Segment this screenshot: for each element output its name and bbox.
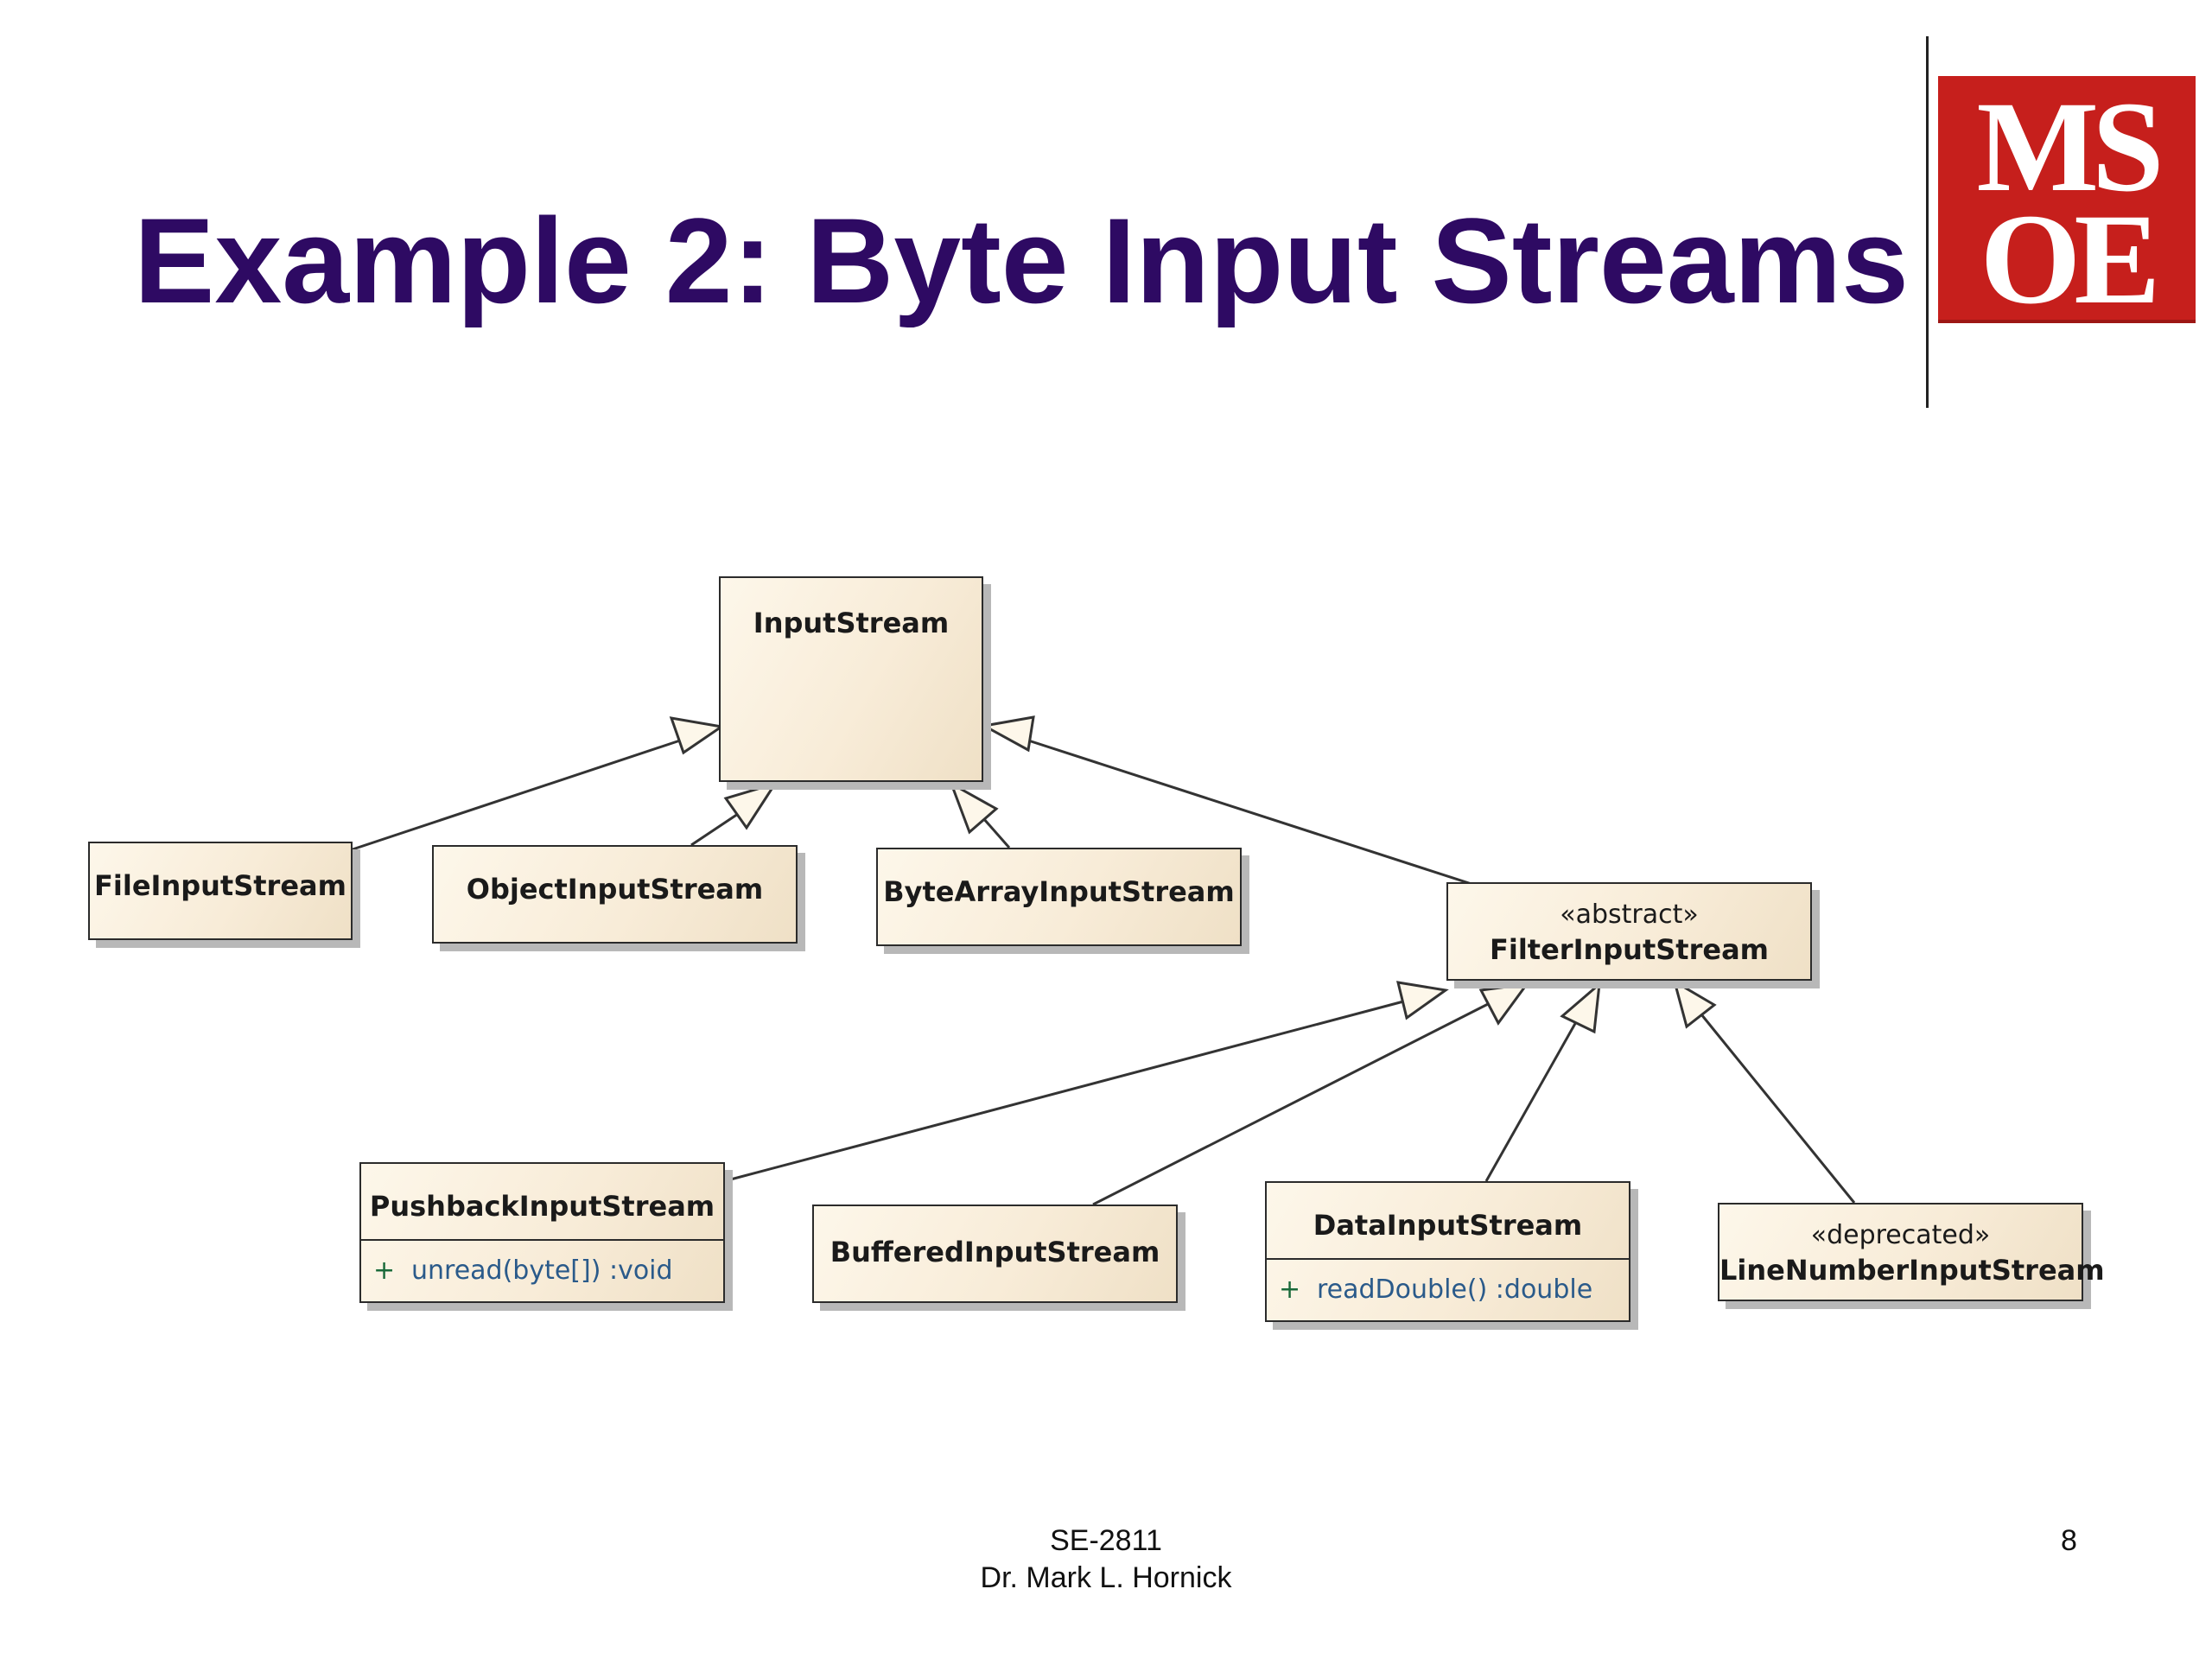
edge-filter-to-inputstream: [1020, 736, 1472, 886]
footer-author: Dr. Mark L. Hornick: [980, 1561, 1232, 1594]
class-input-stream[interactable]: InputStream: [719, 576, 983, 782]
class-object-input-stream[interactable]: ObjectInputStream: [432, 845, 798, 944]
logo-letters-ms: MS: [1977, 76, 2160, 219]
class-name: ObjectInputStream: [466, 873, 764, 906]
class-data-input-stream[interactable]: DataInputStream + readDouble() :double: [1265, 1181, 1630, 1322]
class-stereotype: «abstract»: [1560, 899, 1699, 930]
operation: readDouble() :double: [1317, 1274, 1593, 1305]
class-name: ByteArrayInputStream: [883, 875, 1235, 908]
slide-title: Example 2: Byte Input Streams: [134, 193, 1909, 328]
logo-letters-oe: OE: [1980, 188, 2155, 320]
class-buffered-input-stream[interactable]: BufferedInputStream: [812, 1205, 1178, 1303]
edge-linenumber-to-filter: [1700, 1014, 1856, 1204]
edge-data-to-filter: [1484, 1020, 1579, 1182]
msoe-logo-mark: MS OE: [1977, 76, 2167, 320]
page-number: 8: [2061, 1524, 2077, 1557]
class-line-number-input-stream[interactable]: «deprecated» LineNumberInputStream: [1718, 1203, 2105, 1301]
operation: unread(byte[]) :void: [411, 1255, 673, 1286]
class-file-input-stream[interactable]: FileInputStream: [88, 842, 353, 940]
class-name: DataInputStream: [1313, 1209, 1583, 1242]
arrowhead-pushback-to-filter: [1396, 981, 1449, 1020]
arrowhead-object-to-inputstream: [723, 781, 779, 830]
visibility-public: +: [373, 1255, 396, 1286]
footer-course: SE-2811: [1050, 1524, 1162, 1557]
edge-file-to-inputstream: [349, 738, 683, 852]
class-byte-array-input-stream[interactable]: ByteArrayInputStream: [876, 848, 1242, 946]
edge-pushback-to-filter: [723, 999, 1408, 1183]
class-pushback-input-stream[interactable]: PushbackInputStream + unread(byte[]) :voi…: [359, 1162, 725, 1303]
class-stereotype: «deprecated»: [1810, 1220, 1991, 1250]
arrowhead-data-to-filter: [1560, 981, 1601, 1034]
class-name: FilterInputStream: [1489, 933, 1769, 966]
arrowhead-filter-to-inputstream: [980, 715, 1035, 753]
operations-compartment: + unread(byte[]) :void: [361, 1239, 723, 1301]
edge-bytearray-to-inputstream: [982, 817, 1011, 849]
edge-buffered-to-filter: [1092, 1001, 1492, 1206]
visibility-public: +: [1279, 1274, 1301, 1305]
class-name: InputStream: [753, 607, 950, 639]
msoe-logo: MS OE: [1938, 76, 2196, 320]
edge-object-to-inputstream: [690, 810, 741, 847]
class-name: LineNumberInputStream: [1719, 1254, 2105, 1287]
arrowhead-buffered-to-filter: [1478, 982, 1530, 1026]
class-filter-input-stream[interactable]: «abstract» FilterInputStream: [1446, 882, 1812, 981]
arrowhead-linenumber-to-filter: [1672, 978, 1717, 1029]
class-name: PushbackInputStream: [369, 1190, 715, 1223]
class-name: BufferedInputStream: [830, 1236, 1160, 1268]
class-name: FileInputStream: [94, 869, 346, 902]
operations-compartment: + readDouble() :double: [1267, 1258, 1629, 1320]
title-divider: [1926, 36, 1929, 408]
arrowhead-file-to-inputstream: [669, 716, 725, 755]
arrowhead-bytearray-to-inputstream: [949, 780, 999, 835]
